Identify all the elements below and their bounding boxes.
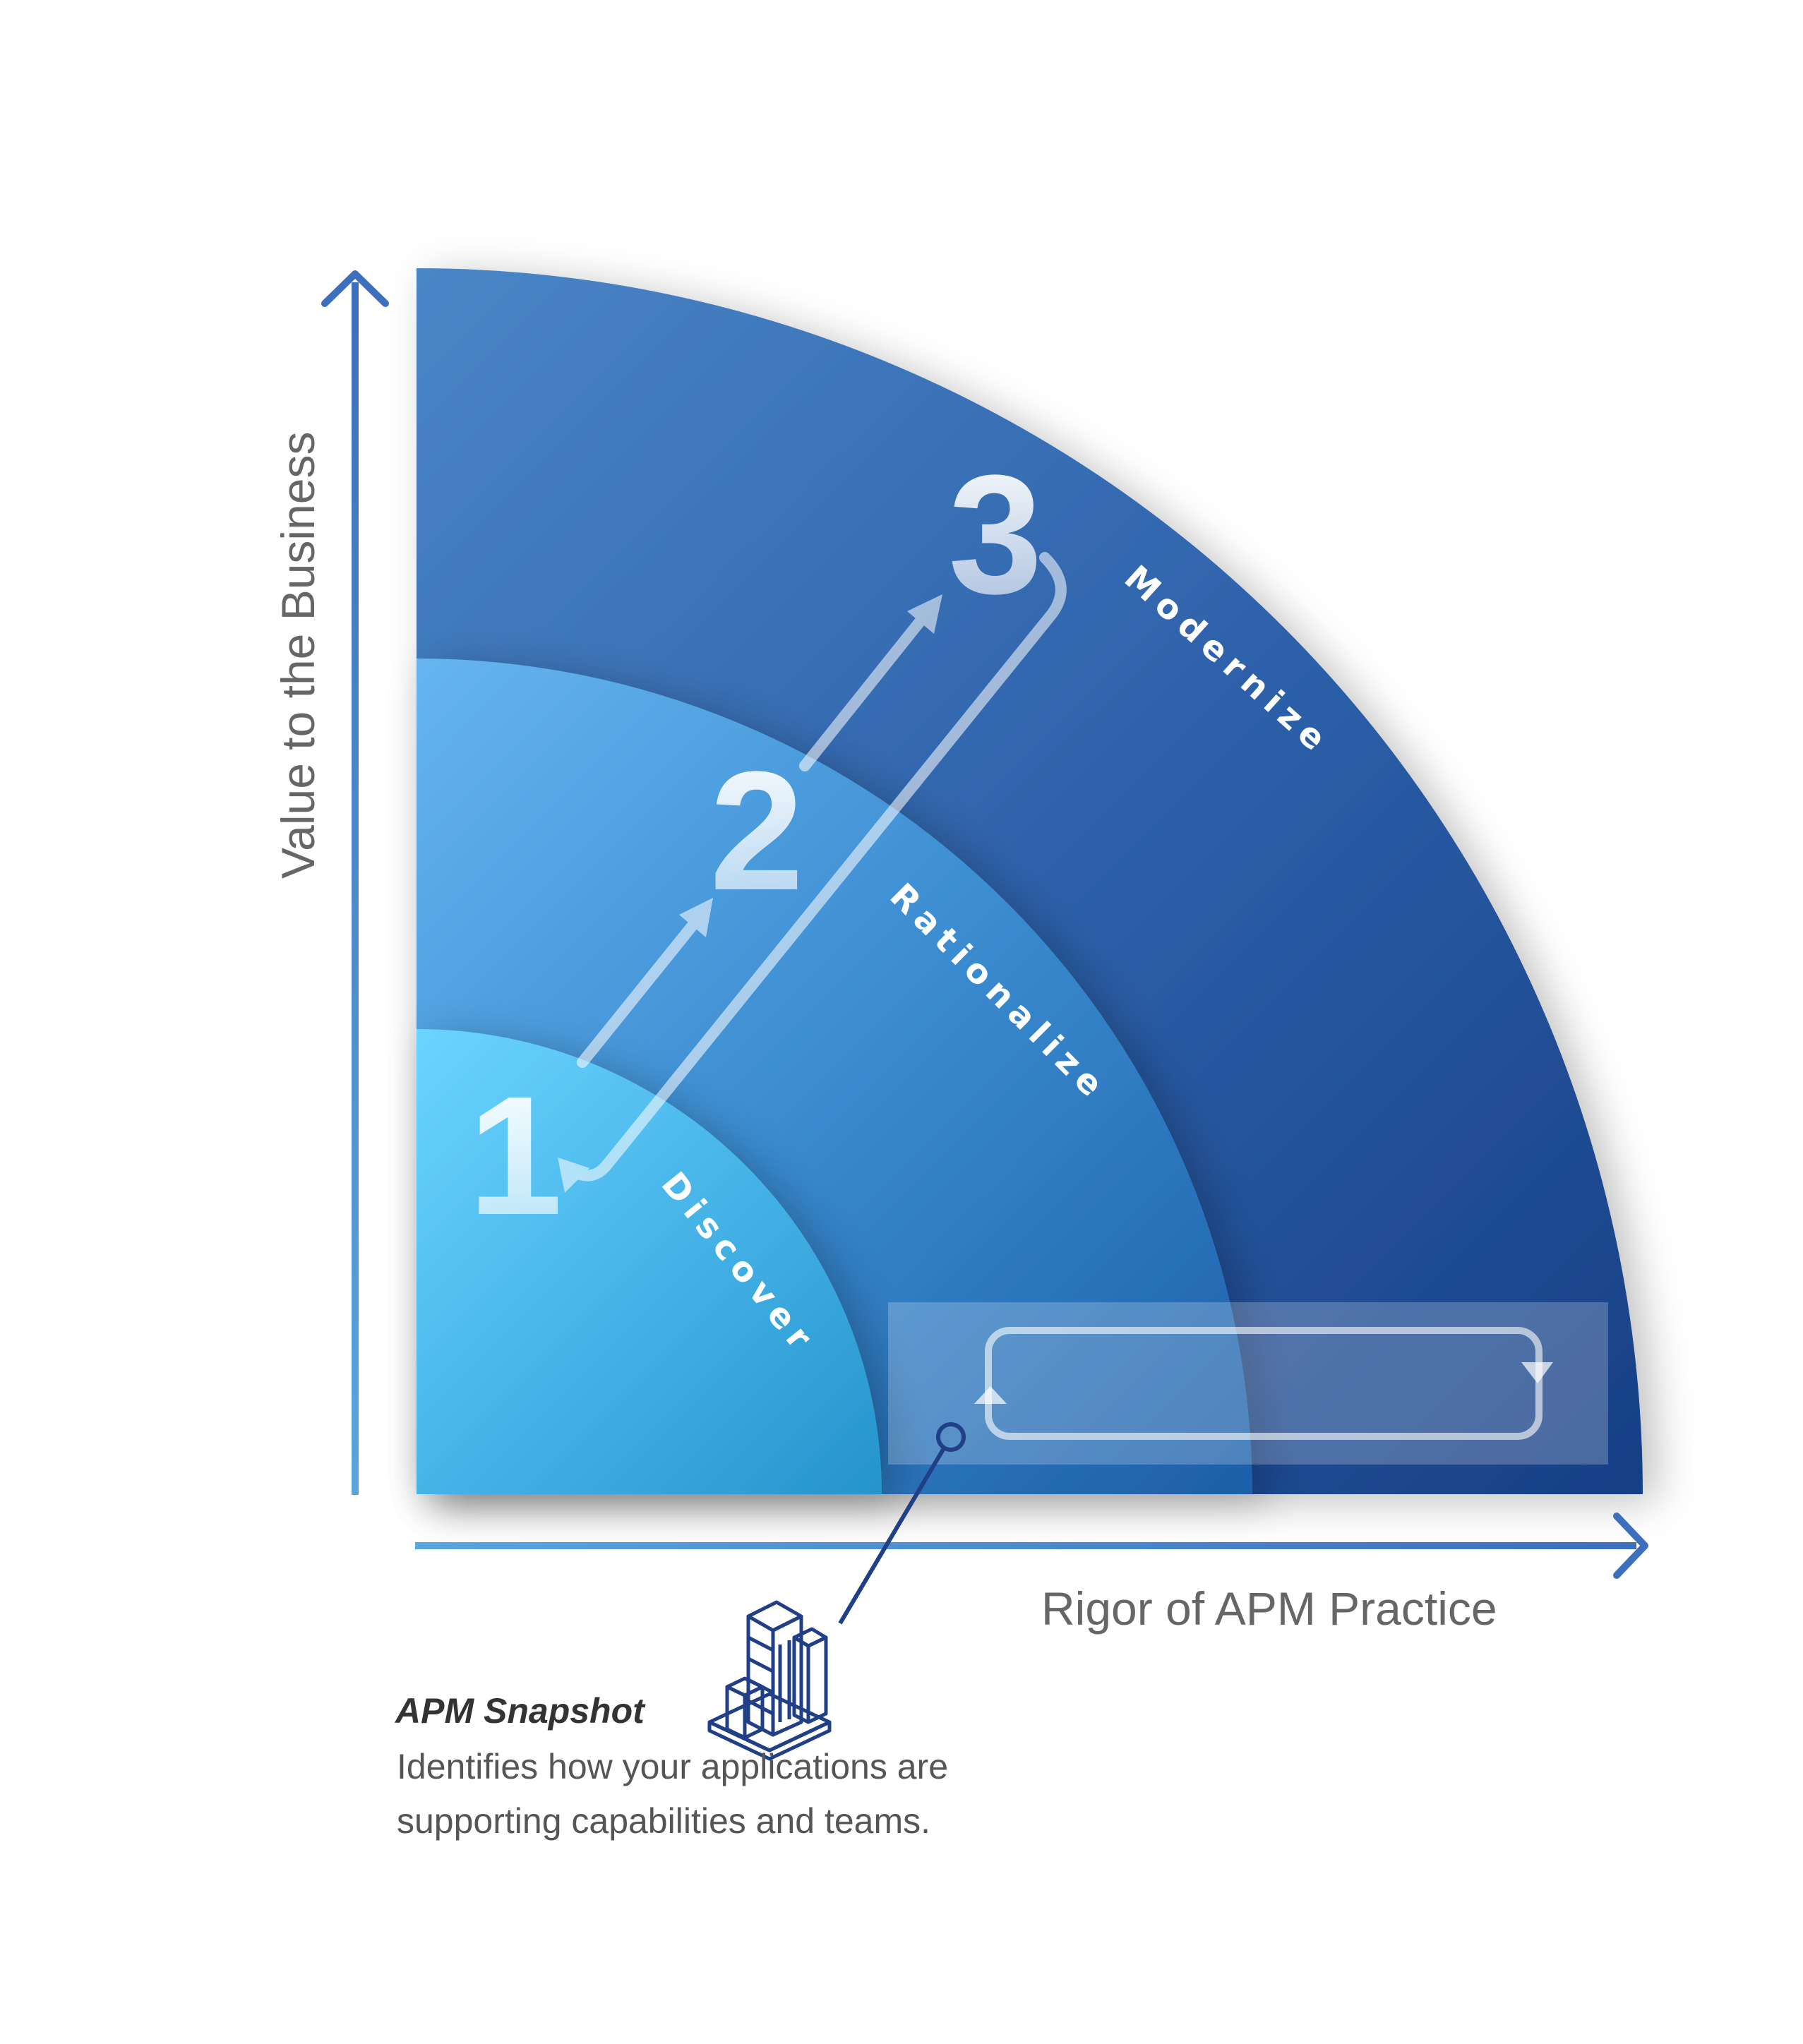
- stage-3-number: 3: [948, 440, 1042, 629]
- snapshot-description: Identifies how your applications are sup…: [397, 1747, 949, 1841]
- x-axis-label: Rigor of APM Practice: [1041, 1582, 1497, 1635]
- stage-2-number: 2: [709, 736, 803, 925]
- stage-1-number: 1: [468, 1061, 562, 1250]
- y-axis: [321, 270, 389, 1495]
- discover-band: [417, 1029, 882, 1494]
- snapshot-loop-panel: [888, 1302, 1608, 1465]
- snapshot-connector: [838, 1422, 966, 1625]
- y-axis-label: Value to the Business: [272, 431, 324, 879]
- building-icon: [707, 1600, 832, 1761]
- x-axis: [415, 1513, 1648, 1579]
- progress-arrows: [558, 552, 1067, 1193]
- snapshot-title: APM Snapshot: [395, 1691, 645, 1731]
